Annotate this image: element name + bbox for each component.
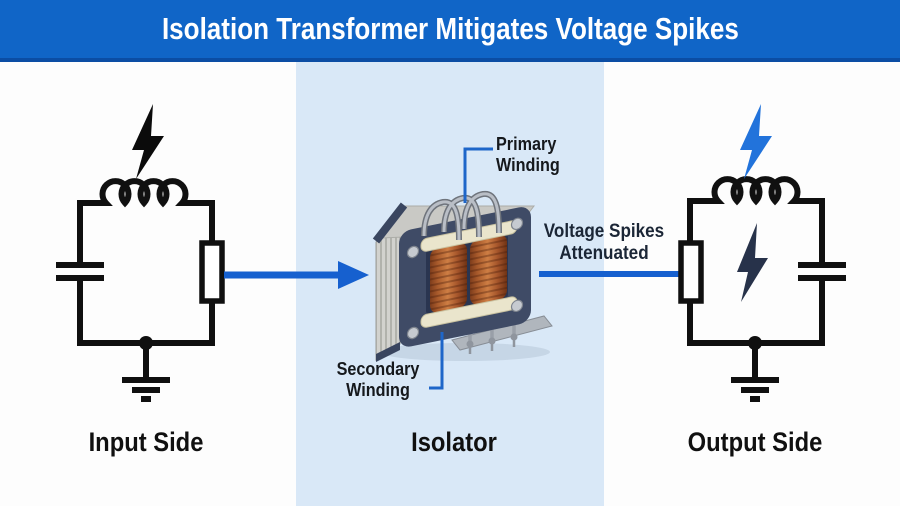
arrowhead-icon [338,261,369,289]
input-junction-dot [139,336,153,350]
input-bottom-wire [77,279,215,346]
transformer-illustration [372,190,553,362]
output-junction-dot [748,336,762,350]
input-to-isolator-arrow [224,261,369,289]
output-capacitor-icon [798,262,846,281]
primary-winding-leader [463,147,493,203]
input-ground-icon [122,346,170,402]
title-bar: Isolation Transformer Mitigates Voltage … [0,0,900,62]
output-circuit [678,176,846,402]
input-side-label: Input Side [88,427,204,457]
copper-coils [430,234,507,313]
secondary-winding-label: Secondary Winding [336,359,420,400]
output-resistor-icon [678,240,704,304]
frame-screws [406,217,524,340]
attenuated-lightning-dark-icon [737,223,768,302]
isolator-label: Isolator [411,427,497,457]
transformer-shadow [380,343,550,361]
pin-nut-icon [488,337,496,345]
secondary-winding-leader [429,332,444,390]
output-top-wire-and-inductor [687,176,825,265]
input-top-wire-and-inductor [77,178,215,265]
page-title: Isolation Transformer Mitigates Voltage … [161,11,739,46]
pin-nut-icon [510,333,518,341]
core-bottom-edge [376,342,400,362]
input-resistor-icon [199,240,225,304]
output-ground-icon [731,346,779,402]
primary-winding-label: Primary Winding [496,134,560,175]
primary-lead-wires [421,190,502,241]
pin-nut-icon [466,340,474,348]
output-side-label: Output Side [687,427,823,457]
attenuated-lightning-blue-icon [740,104,772,179]
input-circuit [56,178,225,402]
core-back-edge [372,202,408,244]
voltage-spikes-attenuated-label: Voltage Spikes Attenuated [543,221,665,264]
surge-lightning-icon [132,104,164,179]
output-bottom-wire [687,279,825,346]
input-capacitor-icon [56,262,104,281]
